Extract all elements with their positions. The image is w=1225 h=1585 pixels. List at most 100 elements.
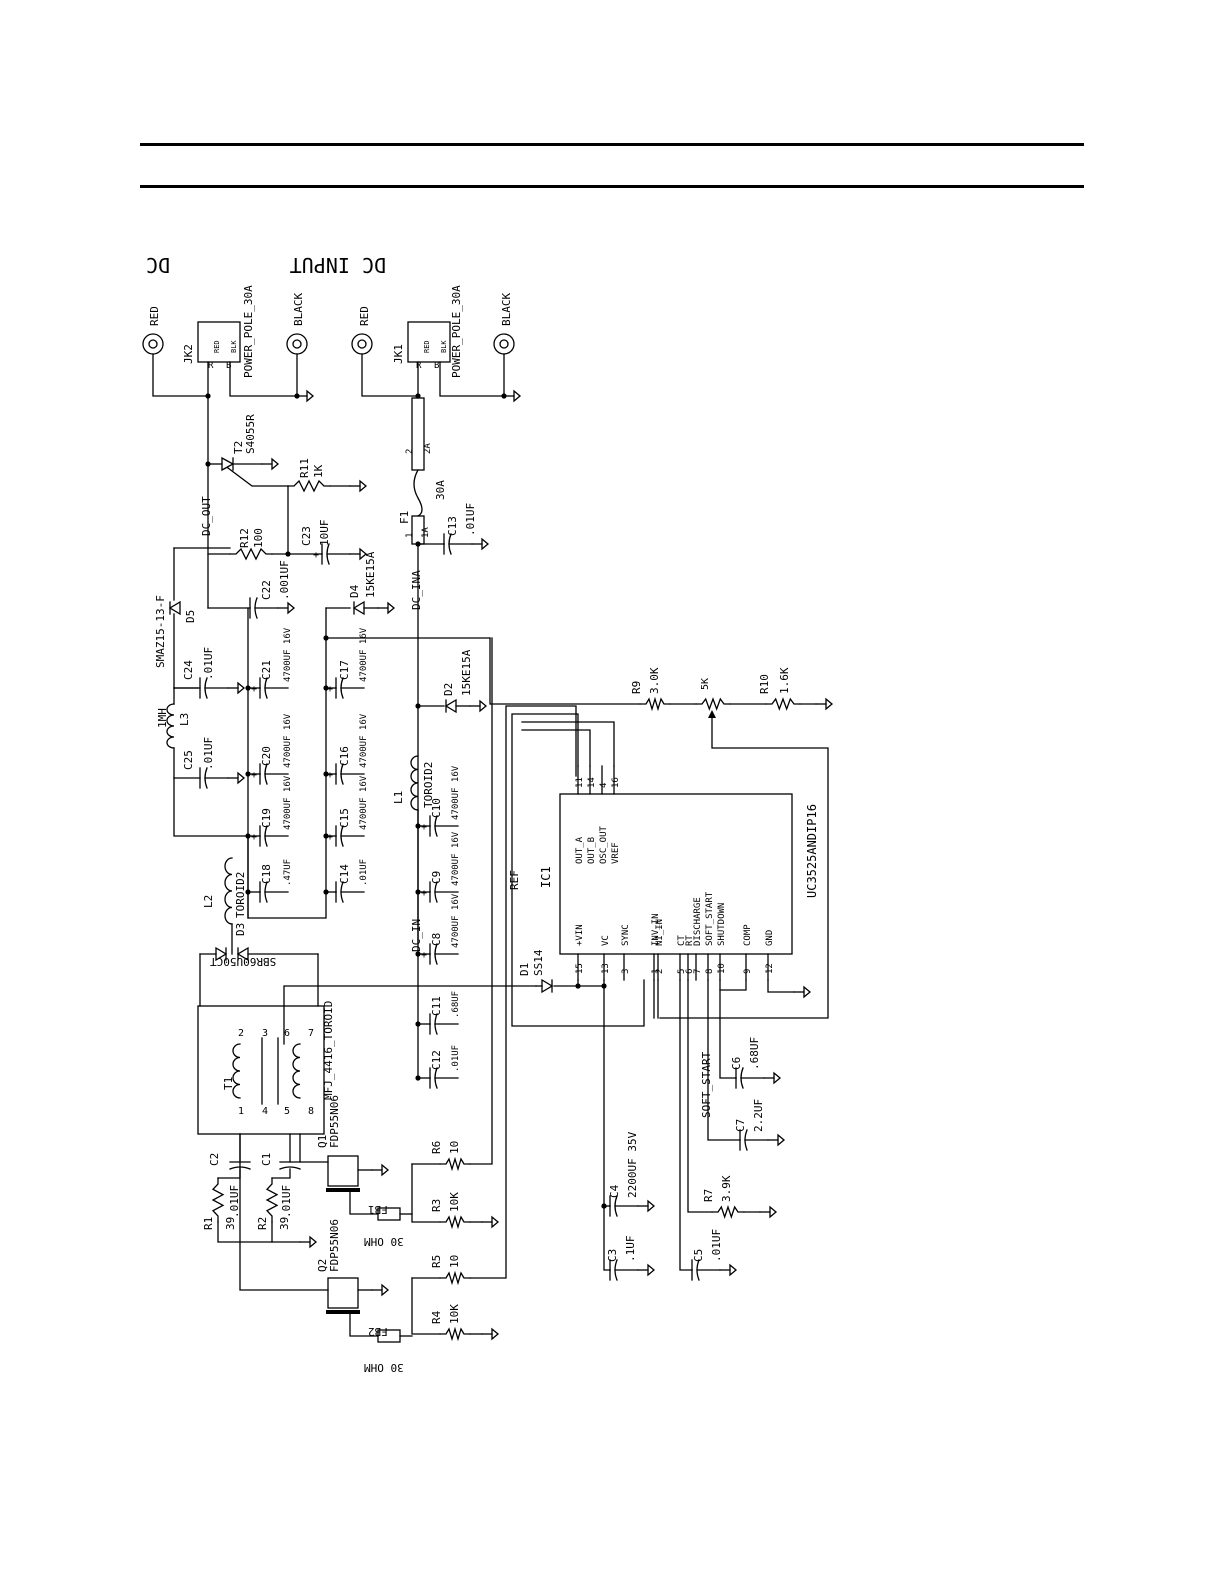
r1-value: 39 (224, 1217, 237, 1230)
r4-ref: R4 (430, 1310, 443, 1324)
junction-dot (205, 393, 211, 399)
polarity-mark: + (313, 550, 319, 561)
d4-diode (352, 600, 365, 616)
d3-ref: D3 (234, 923, 247, 936)
junction-dot (285, 551, 291, 557)
ic1-pin: 5 CT (677, 935, 687, 981)
wire-90 (603, 1205, 611, 1271)
c5-ref: C5 (692, 1249, 705, 1262)
wire-59 (411, 1277, 441, 1335)
ground-symbol (299, 1235, 318, 1249)
r6-value: 10 (448, 1141, 461, 1154)
wire-43 (271, 1168, 291, 1179)
l1-ref: L1 (392, 791, 405, 804)
c8-ref: C8 (430, 933, 443, 946)
ic1-pin-name: SHUTDOWN (717, 903, 727, 946)
jk1-black-label: BLACK (500, 293, 513, 326)
ic1-pin-number: 5 (677, 969, 687, 974)
c16-capacitor: + (327, 763, 365, 785)
c16-value: 4700UF 16V (359, 713, 369, 768)
r7-value: 3.9K (720, 1175, 733, 1202)
r12-ref: R12 (238, 528, 251, 548)
jk2-part: POWER_POLE_30A (242, 285, 255, 378)
t1-pin-number: 5 (284, 1106, 290, 1117)
t1-ref: T1 (222, 1077, 235, 1090)
c10-value: 4700UF 16V (451, 765, 461, 820)
q2-ref: Q2 (316, 1259, 329, 1272)
ground-symbol (815, 697, 834, 711)
fb1-ref: FB1 (368, 1203, 388, 1216)
ic1-pin: 15+VIN (575, 924, 585, 981)
ic1-pin-name: VREF (611, 842, 621, 864)
f1-pin2: 2 (405, 449, 415, 454)
ic1-pin-number: 10 (717, 963, 727, 974)
wire-40 (217, 1168, 241, 1179)
ic1-pin-name: +VIN (575, 924, 585, 946)
wire-94 (707, 979, 741, 1141)
ic1-pin-name: CT (677, 935, 687, 946)
jk2-red-tag: RED (213, 340, 221, 353)
d1-ref: D1 (518, 963, 531, 976)
jk2-pin-b: B (226, 361, 231, 371)
t1-value: MFJ_4416_TOROID (322, 1001, 335, 1100)
r10-resistor (765, 697, 801, 711)
c4-capacitor: + (601, 1195, 639, 1217)
t1-winding-primary-a (232, 1043, 241, 1099)
fb2-value: 30 OHM (364, 1361, 404, 1374)
wire-80 (511, 713, 645, 1027)
junction-dot (245, 833, 251, 839)
header-rule-top (140, 143, 1084, 146)
r12-resistor (229, 547, 273, 561)
r9-value: 3.0K (648, 667, 661, 694)
c9-ref: C9 (430, 871, 443, 884)
jk2-ref: JK2 (182, 344, 195, 364)
c25-value: .01UF (202, 737, 215, 770)
c6-capacitor (735, 1067, 765, 1089)
ground-symbol (377, 601, 396, 615)
c21-value: 4700UF 16V (283, 627, 293, 682)
c19-ref: C19 (260, 808, 273, 828)
jk2-red-label: RED (148, 306, 161, 326)
c15-capacitor: + (327, 825, 365, 847)
ic1-body (559, 793, 793, 955)
t1-pin-number: 6 (284, 1028, 290, 1039)
c7-value: 2.2UF (752, 1099, 765, 1132)
wire-49 (239, 1133, 329, 1291)
net-dc-ina: DC_INA (410, 570, 423, 610)
ground-symbol (371, 1283, 390, 1297)
ground-symbol (763, 1071, 782, 1085)
c11-capacitor (429, 1013, 459, 1035)
ic1-pin-name: GND (765, 930, 775, 946)
r9-ref: R9 (630, 681, 643, 694)
c12-value: .01UF (451, 1045, 461, 1072)
polarity-mark: + (251, 684, 257, 695)
d2-diode (444, 698, 457, 714)
c14-capacitor (335, 881, 365, 903)
c20-ref: C20 (260, 746, 273, 766)
c9-value: 4700UF 16V (451, 831, 461, 886)
ic1-pin-number: 14 (587, 777, 597, 788)
wire-63 (439, 361, 505, 397)
ground-symbol (349, 547, 368, 561)
c21-ref: C21 (260, 660, 273, 680)
c7-ref: C7 (734, 1119, 747, 1132)
ic1-pin-name: RT (685, 935, 695, 946)
net-ref: REF (508, 870, 521, 890)
ic1-pin: 2NI_IN (655, 919, 665, 981)
wire-95 (719, 979, 737, 1079)
c3-value: .1UF (624, 1236, 637, 1263)
c23-ref: C23 (300, 526, 313, 546)
r4-resistor (439, 1326, 471, 1342)
junction-dot (501, 393, 507, 399)
l3-value: 1MH (156, 708, 169, 728)
c24-capacitor (173, 677, 229, 699)
ground-symbol (637, 1199, 656, 1213)
r10-value: 1.6K (778, 667, 791, 694)
r6-ref: R6 (430, 1141, 443, 1154)
wire-21 (173, 777, 249, 837)
